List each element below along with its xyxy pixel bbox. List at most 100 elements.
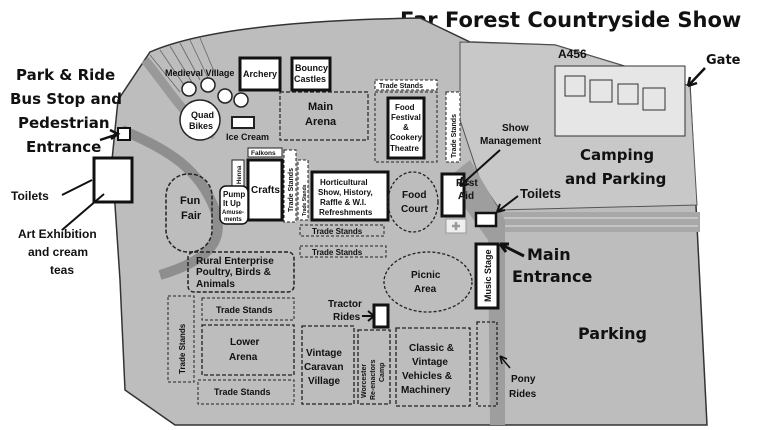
gate-arrow-icon xyxy=(686,67,706,88)
trade-stands-right-col xyxy=(445,91,461,163)
trade-stands-row2 xyxy=(299,245,387,258)
main-arena xyxy=(279,91,369,141)
pump-label-3: Amuse- xyxy=(222,210,244,216)
main-entrance-label-1: Main xyxy=(527,245,571,264)
horticultural-label-2: Show, History, xyxy=(318,188,373,197)
quad-bikes-label: Quad xyxy=(191,110,214,120)
pony-rides-arrow-icon xyxy=(499,355,511,369)
main-entrance-arrow-icon xyxy=(498,242,525,258)
reenactors-label-3: Camp xyxy=(379,363,386,382)
pump-label-2: It Up xyxy=(223,199,241,208)
falconry-area xyxy=(247,147,283,158)
trade-stands-lower2-label: Trade Stands xyxy=(214,387,271,397)
food-festival-label-2: Festival xyxy=(391,113,421,122)
quad-bikes-label-2: Bikes xyxy=(189,121,213,131)
horticultural-label-3: Raffle & W.I. xyxy=(320,198,366,207)
rural-label-1: Rural Enterprise xyxy=(196,256,274,267)
picnic-label-1: Picnic xyxy=(411,270,441,281)
toilets-right-arrow-icon xyxy=(496,195,519,213)
tractor-rides-label-1: Tractor xyxy=(328,299,362,310)
food-festival-label-3: & xyxy=(403,123,409,132)
vintage-caravan-label-1: Vintage xyxy=(306,348,342,359)
ice-cream-label: Ice Cream xyxy=(226,132,269,142)
trade-stands-left-col xyxy=(167,295,195,383)
food-festival-label-1: Food xyxy=(395,103,415,112)
pedestrian-entrance-arrow-icon xyxy=(99,128,121,142)
trade-stands-narrow-col xyxy=(297,159,309,221)
park-ride-label-3: Pedestrian xyxy=(18,114,110,132)
trade-stands-row2-label: Trade Stands xyxy=(312,248,363,257)
horticultural-label-4: Refreshments xyxy=(319,208,373,217)
show-management-label-2: Management xyxy=(480,136,542,147)
tractor-rides-stand xyxy=(372,303,390,329)
trade-stands-row1-label: Trade Stands xyxy=(312,227,363,236)
toilets-left-block xyxy=(92,156,134,204)
classic-label-3: Vehicles & xyxy=(402,371,452,382)
toilets-left-label: Toilets xyxy=(11,189,49,203)
show-management-arrow-icon xyxy=(459,149,501,187)
first-aid-label-2: Aid xyxy=(458,191,474,202)
show-management-label-1: Show xyxy=(502,123,529,134)
rural-enterprise-area xyxy=(187,251,295,293)
classic-label-4: Machinery xyxy=(401,385,451,396)
trade-stands-top xyxy=(374,79,438,91)
trade-stands-mid-col-label: Trade Stands xyxy=(288,168,295,212)
park-ride-label-1: Park & Ride xyxy=(16,66,115,84)
bouncy-castles-area xyxy=(290,56,332,92)
picnic-label-2: Area xyxy=(414,284,437,295)
trade-stands-left-col-label: Trade Stands xyxy=(178,323,187,374)
crafts-label: Crafts xyxy=(251,185,280,196)
food-court-area xyxy=(387,171,439,233)
trade-stands-lower1-label: Trade Stands xyxy=(216,305,273,315)
lower-arena xyxy=(201,324,295,376)
pump-label-1: Pump xyxy=(223,190,245,199)
bouncy-castles-label: Bouncy xyxy=(295,63,328,73)
access-track xyxy=(497,212,700,232)
toilets-right-block xyxy=(474,211,498,228)
trade-stands-mid-col xyxy=(283,149,297,223)
vintage-caravan-label-2: Caravan xyxy=(304,362,343,373)
medieval-village-label: Medieval Village xyxy=(165,68,234,78)
trade-stands-food-surround xyxy=(374,91,438,163)
picnic-area xyxy=(383,251,473,313)
art-exhibition-label-1: Art Exhibition xyxy=(18,227,97,241)
classic-label-2: Vintage xyxy=(412,357,448,368)
medieval-tents xyxy=(181,77,249,108)
show-management-cabin xyxy=(440,172,466,218)
archery-label: Archery xyxy=(243,69,277,79)
food-court-label-2: Court xyxy=(401,204,428,215)
music-stage xyxy=(474,242,500,310)
horticultural-marquee xyxy=(310,170,390,222)
food-court-label-1: Food xyxy=(402,190,426,201)
music-stage-label: Music Stage xyxy=(483,249,493,302)
parking-label: Parking xyxy=(578,324,647,343)
reenactors-camp xyxy=(357,329,391,405)
toilets-left-arrow-icon xyxy=(61,179,93,196)
tractor-rides-arrow-icon xyxy=(362,310,376,322)
camping-label-2: and Parking xyxy=(565,170,666,188)
trade-stands-narrow-col-label: Trade Stands xyxy=(302,184,308,216)
rural-label-2: Poultry, Birds & xyxy=(196,267,271,278)
trade-stands-lower2 xyxy=(197,379,295,405)
henna-label: Henna xyxy=(237,165,243,184)
trade-stands-lower1 xyxy=(201,297,295,321)
food-festival-label-5: Theatre xyxy=(390,144,419,153)
ice-cream-stand xyxy=(231,116,255,129)
reenactors-label-1: Worcester xyxy=(361,364,368,398)
classic-vintage-vehicles xyxy=(395,327,471,407)
pump-it-up-area xyxy=(219,185,249,225)
main-entrance-label-2: Entrance xyxy=(512,267,593,286)
trade-stands-row1 xyxy=(299,224,385,237)
main-arena-label-2: Arena xyxy=(305,116,337,128)
park-ride-label-2: Bus Stop and xyxy=(10,90,122,108)
trade-stands-top-label: Trade Stands xyxy=(379,83,423,90)
gate-label: Gate xyxy=(706,53,741,68)
fun-fair-label-1: Fun xyxy=(180,195,200,207)
archery-area xyxy=(238,56,282,92)
food-festival-area xyxy=(386,96,426,160)
woodland-hatch xyxy=(149,37,217,93)
art-exhibition-label-3: teas xyxy=(50,263,74,277)
rural-label-3: Animals xyxy=(196,279,235,290)
food-festival-label-4: Cookery xyxy=(390,133,423,142)
quad-bikes-area xyxy=(179,99,221,141)
